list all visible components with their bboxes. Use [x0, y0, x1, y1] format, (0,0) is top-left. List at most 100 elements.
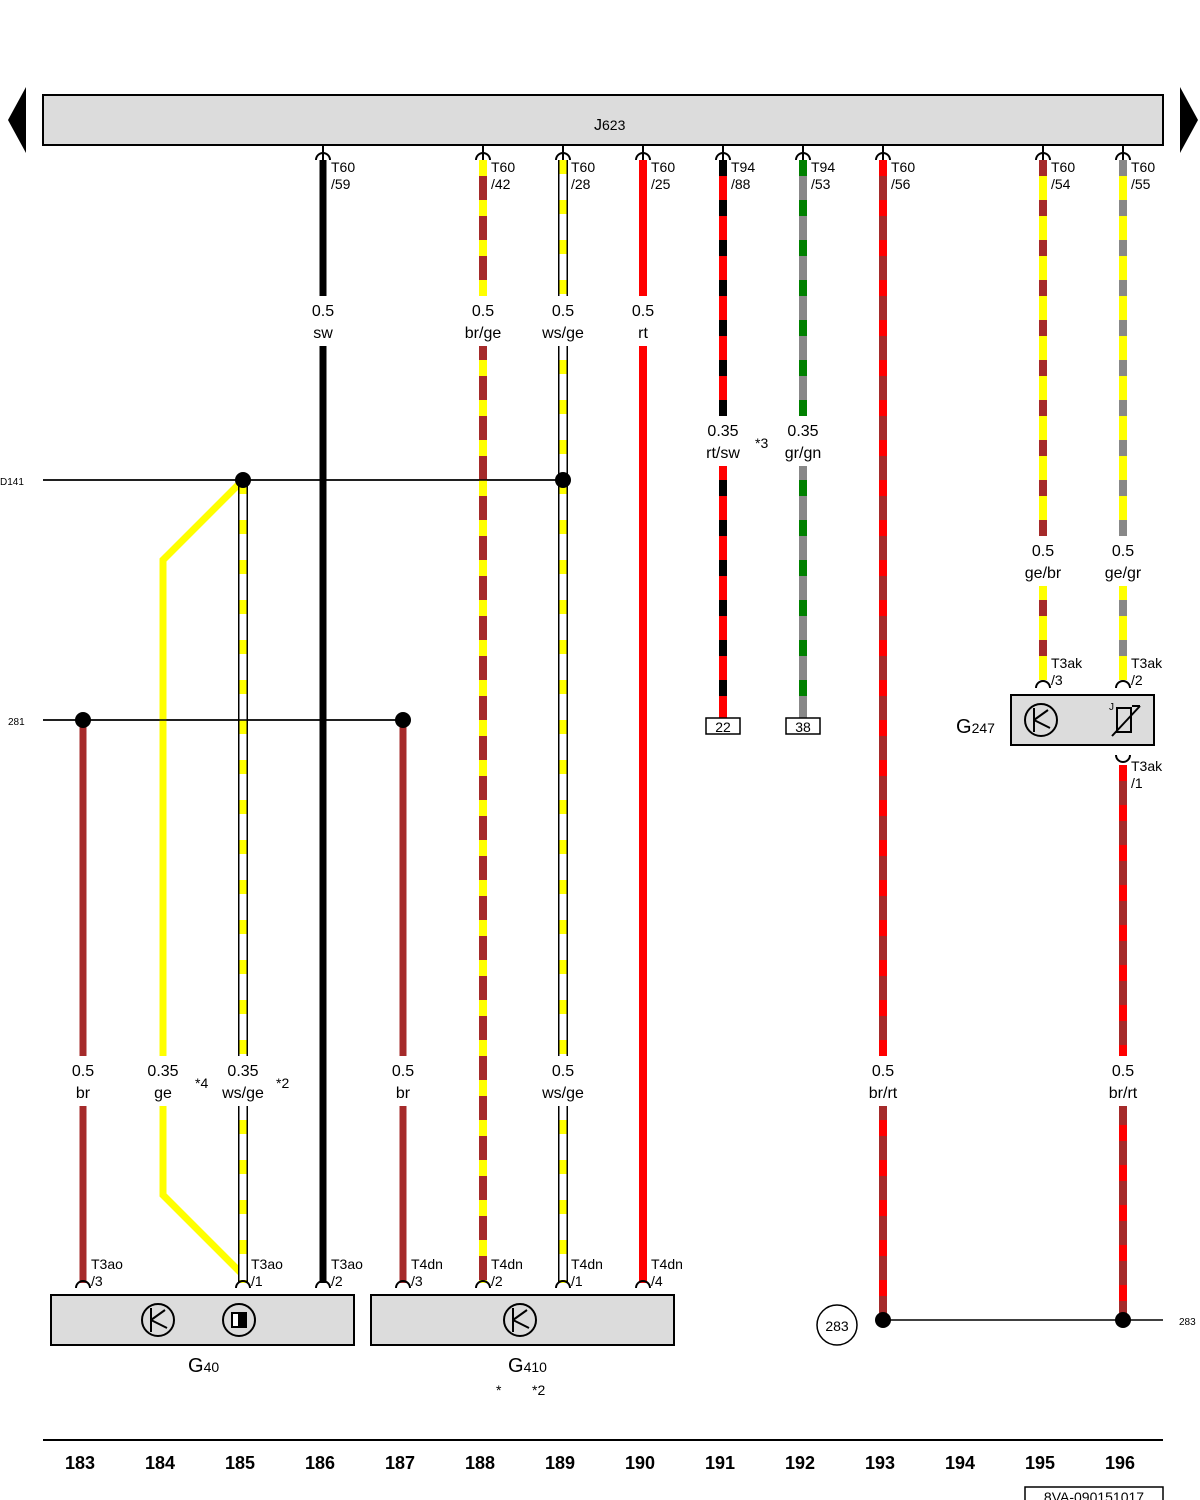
column-number: 187 [385, 1453, 415, 1473]
column-number: 184 [145, 1453, 175, 1473]
label-gap-189 [538, 296, 588, 346]
ref-283-label: 283 [1179, 1317, 1196, 1328]
position-sensor-icon [222, 1303, 256, 1337]
wire-color-196b: br/rt [1109, 1085, 1138, 1102]
pin-label-196: T60 [1131, 159, 1155, 175]
ref-box-38-label: 38 [795, 719, 811, 735]
wire-color-184: ge [154, 1085, 172, 1102]
component-g40-label: G40 [188, 1355, 219, 1377]
wire-color-186: sw [313, 325, 333, 342]
hall-sensor-icon [503, 1303, 537, 1337]
ref-box-22-label: 22 [715, 719, 731, 735]
wire-gauge-186: 0.5 [312, 303, 334, 320]
g247-pin-3: T3ak [1051, 655, 1083, 671]
component-g410-box[interactable] [370, 1294, 675, 1346]
ecu-j623-box[interactable] [42, 94, 1164, 146]
sensor-icon [1024, 703, 1058, 737]
g410-pin-2: T4dn [491, 1256, 523, 1272]
label-gap-186 [303, 296, 343, 346]
g40-pin-3-num: /3 [91, 1273, 103, 1289]
g247-pin-2: T3ak [1131, 655, 1163, 671]
wire-gauge-189b: 0.5 [552, 1063, 574, 1080]
footnote-3: *3 [755, 435, 768, 451]
wire-gauge-185: 0.35 [227, 1063, 258, 1080]
column-number: 191 [705, 1453, 735, 1473]
g40-pin-2: T3ao [331, 1256, 363, 1272]
pin-num-188: /42 [491, 176, 511, 192]
wire-gauge-183: 0.5 [72, 1063, 94, 1080]
wire-color-189: ws/ge [541, 325, 584, 342]
ref-box-22[interactable] [705, 717, 741, 735]
wire-color-195: ge/br [1025, 565, 1062, 582]
pin-label-192: T94 [811, 159, 835, 175]
pin-num-193: /56 [891, 176, 911, 192]
column-number: 188 [465, 1453, 495, 1473]
g410-pin-1-num: /1 [571, 1273, 583, 1289]
wire-color-187: br [396, 1085, 411, 1102]
wire-gauge-187: 0.5 [392, 1063, 414, 1080]
junction-dot [555, 472, 571, 488]
pin-connector-icon [315, 1280, 331, 1289]
ground-point-283-label: 283 [825, 1318, 849, 1334]
pin-num-196: /55 [1131, 176, 1151, 192]
wire-gauge-195: 0.5 [1032, 543, 1054, 560]
hall-sensor-icon [141, 1303, 175, 1337]
pin-num-191: /88 [731, 176, 751, 192]
g410-pin-2-num: /2 [491, 1273, 503, 1289]
doc-id-label: 8VA-090151017 [1044, 1489, 1144, 1500]
column-number: 190 [625, 1453, 655, 1473]
footnote-2: *2 [276, 1075, 289, 1091]
wire-gauge-191: 0.35 [707, 423, 738, 440]
wire-gauge-189: 0.5 [552, 303, 574, 320]
junction-dot [235, 472, 251, 488]
label-gap-193 [863, 1056, 903, 1106]
pin-connector-icon [395, 1280, 411, 1289]
junction-dot [1115, 1312, 1131, 1328]
label-gap-191 [698, 416, 748, 466]
g410-footnote-star: * [496, 1382, 502, 1398]
column-number: 185 [225, 1453, 255, 1473]
pin-label-188: T60 [491, 159, 515, 175]
ref-box-38[interactable] [785, 717, 821, 735]
label-gap-196b [1098, 1056, 1148, 1106]
g410-pin-3-num: /3 [411, 1273, 423, 1289]
wire-color-188: br/ge [465, 325, 502, 342]
component-g247-box[interactable] [1010, 694, 1155, 746]
pin-connector-icon [1035, 680, 1051, 689]
junction-dot [395, 712, 411, 728]
g40-pin-3: T3ao [91, 1256, 123, 1272]
g247-pin-1-num: /1 [1131, 775, 1143, 791]
junction-dot [75, 712, 91, 728]
ecu-j623-label: J623 [594, 117, 626, 134]
g247-pin-2-num: /2 [1131, 672, 1143, 688]
component-g40-box[interactable] [50, 1294, 355, 1346]
wire-color-190: rt [638, 325, 648, 342]
label-gap-196 [1098, 536, 1148, 586]
pin-connector-icon [1115, 754, 1131, 763]
prev-page-arrow-icon[interactable] [8, 87, 26, 153]
next-page-arrow-icon[interactable] [1180, 87, 1198, 153]
wire-gauge-190: 0.5 [632, 303, 654, 320]
g410-footnote-2: *2 [532, 1382, 545, 1398]
g40-pin-1-num: /1 [251, 1273, 263, 1289]
label-gap-190 [623, 296, 663, 346]
junction-dot [875, 1312, 891, 1328]
label-gap-185 [218, 1056, 268, 1106]
component-g247-label: G247 [956, 716, 995, 738]
ground-point-283[interactable] [816, 1304, 858, 1346]
label-gap-187 [383, 1056, 423, 1106]
wire-184[interactable] [159, 477, 246, 1278]
g410-pin-4-num: /4 [651, 1273, 663, 1289]
g410-pin-1: T4dn [571, 1256, 603, 1272]
component-g410-label: G410 [508, 1355, 547, 1377]
temperature-resistor-icon [1111, 705, 1141, 737]
column-number: 186 [305, 1453, 335, 1473]
pin-label-190: T60 [651, 159, 675, 175]
pin-num-190: /25 [651, 176, 671, 192]
g247-pin-1: T3ak [1131, 758, 1163, 774]
label-gap-192 [778, 416, 828, 466]
wire-gauge-196b: 0.5 [1112, 1063, 1134, 1080]
column-number: 196 [1105, 1453, 1135, 1473]
wire-gauge-184: 0.35 [147, 1063, 178, 1080]
pin-connector-icon [635, 1280, 651, 1289]
